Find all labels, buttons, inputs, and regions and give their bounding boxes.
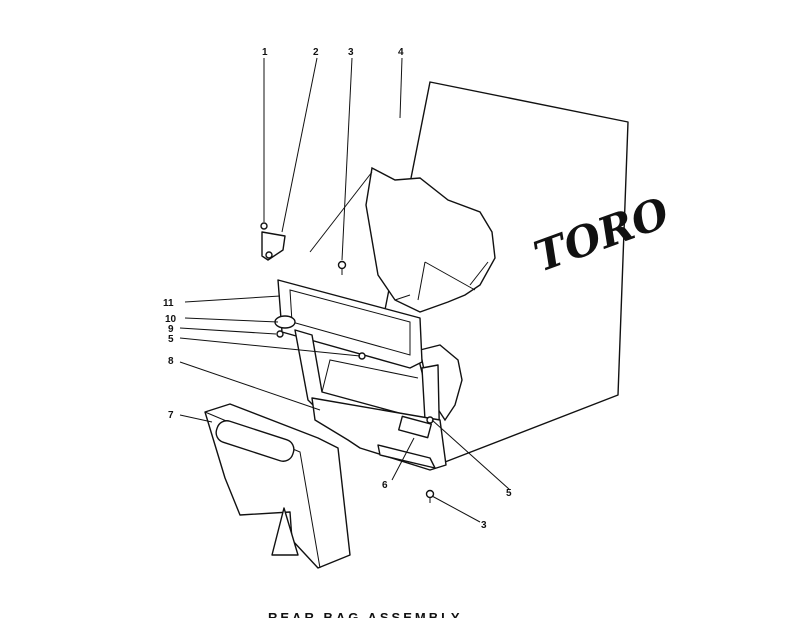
diagram-caption: REAR BAG ASSEMBLY <box>268 610 463 618</box>
grass-bag <box>309 81 629 463</box>
callout-5-right: 5 <box>506 488 512 499</box>
deflector-door <box>204 403 351 569</box>
callout-1: 1 <box>262 47 268 58</box>
hardware-parts <box>260 222 435 503</box>
callout-9: 9 <box>168 324 174 335</box>
callout-11: 11 <box>163 298 174 309</box>
callout-3-bottom: 3 <box>481 520 487 531</box>
callout-7: 7 <box>168 410 174 421</box>
callout-3-top: 3 <box>348 47 354 58</box>
callout-labels: 1 2 3 4 11 10 9 5 8 7 6 5 3 <box>163 47 512 531</box>
callout-4: 4 <box>398 47 404 58</box>
callout-8: 8 <box>168 356 174 367</box>
callout-2: 2 <box>313 47 319 58</box>
callout-6: 6 <box>382 480 388 491</box>
bag-frame <box>277 279 447 471</box>
callout-10: 10 <box>165 314 177 325</box>
callout-5-left: 5 <box>168 334 174 345</box>
leader-lines <box>179 57 511 523</box>
